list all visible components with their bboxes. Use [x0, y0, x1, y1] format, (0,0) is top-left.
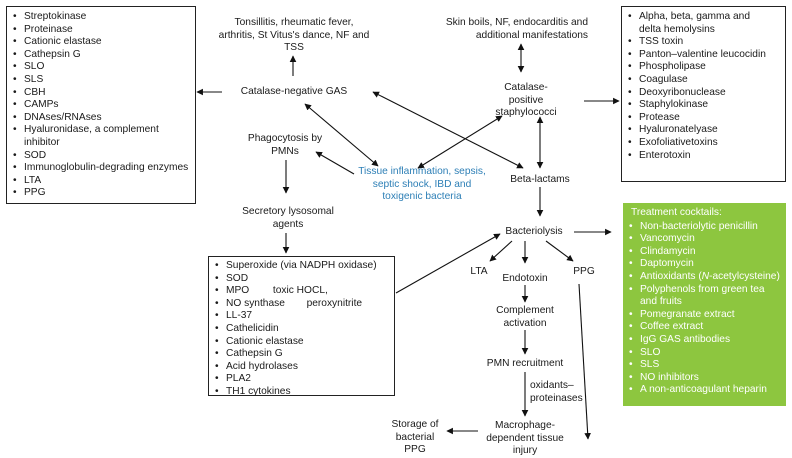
- list-item: NO inhibitors: [629, 372, 780, 385]
- list-item: Vancomycin: [629, 233, 780, 246]
- gas-diseases-node: Tonsillitis, rheumatic fever, arthritis,…: [218, 17, 370, 54]
- staph-virulence-list: Alpha, beta, gamma and delta hemolysins …: [622, 7, 785, 162]
- list-item: Enterotoxin: [628, 150, 779, 163]
- arrow-ppg-down: [578, 283, 591, 440]
- treatment-cocktails-box: Treatment cocktails: Non-bacteriolytic p…: [623, 203, 786, 406]
- bacteriolysis-node: Bacteriolysis: [505, 226, 563, 237]
- list-item: Panton–valentine leucocidin: [628, 49, 779, 62]
- list-item: CBH: [13, 87, 189, 100]
- treatment-title: Treatment cocktails:: [631, 207, 722, 218]
- staph-diseases-node: Skin boils, NF, endocarditis and additio…: [445, 17, 588, 41]
- list-item: NO synthase peroxynitrite: [215, 298, 388, 311]
- list-item: Cationic elastase: [13, 36, 189, 49]
- list-item: Polyphenols from green tea and fruits: [629, 284, 780, 309]
- arrow-bact-ppg: [545, 240, 574, 262]
- list-item: IgG GAS antibodies: [629, 334, 780, 347]
- list-item: Non-bacteriolytic penicillin: [629, 221, 780, 234]
- antioxidants-prefix: Antioxidants (: [640, 270, 702, 282]
- list-item: Streptokinase: [13, 11, 189, 24]
- hocl-label: toxic HOCL,: [272, 285, 328, 297]
- list-item: Hyaluronidase, a complement inhibitor: [13, 124, 184, 149]
- ppg-node: PPG: [573, 266, 595, 277]
- list-item: LL-37: [215, 310, 388, 323]
- list-item: Phospholipase: [628, 61, 779, 74]
- list-item: Protease: [628, 112, 779, 125]
- tissue-inflammation-node: Tissue inflammation, sepsis, septic shoc…: [358, 166, 486, 203]
- list-item: Clindamycin: [629, 246, 780, 259]
- list-item: Cathepsin G: [13, 49, 189, 62]
- list-item: SLO: [13, 61, 189, 74]
- lysosomal-agents-box: Superoxide (via NADPH oxidase) SOD MPO t…: [208, 256, 395, 399]
- antioxidants-italic: N: [701, 270, 710, 282]
- storage-ppg-node: Storage of bacterial PPG: [391, 419, 439, 456]
- list-item: Hyaluronatelyase: [628, 124, 779, 137]
- treatment-list: Non-bacteriolytic penicillin Vancomycin …: [623, 220, 786, 397]
- list-item: Staphylokinase: [628, 99, 779, 112]
- list-item: Superoxide (via NADPH oxidase): [215, 260, 388, 273]
- list-item: SLS: [629, 359, 780, 372]
- staph-virulence-factors-box: Alpha, beta, gamma and delta hemolysins …: [621, 6, 786, 182]
- list-item: Daptomycin: [629, 258, 780, 271]
- list-item: Exofoliativetoxins: [628, 137, 779, 150]
- list-item: DNAses/RNAses: [13, 112, 189, 125]
- pmn-recruitment-node: PMN recruitment: [486, 358, 564, 369]
- secretory-lysosomal-node: Secretory lysosomal agents: [242, 206, 334, 230]
- list-item: Coagulase: [628, 74, 779, 87]
- antioxidants-suffix: -acetylcysteine): [709, 270, 780, 282]
- list-item: Acid hydrolases: [215, 361, 388, 374]
- list-item: Pomegranate extract: [629, 309, 780, 322]
- arrow-box-bacteriolysis: [395, 233, 501, 294]
- gas-virulence-factors-box: Streptokinase Proteinase Cationic elasta…: [6, 6, 196, 204]
- list-item: Immunoglobulin-degrading enzymes: [13, 162, 189, 175]
- list-item: SOD: [13, 150, 189, 163]
- list-item: PPG: [13, 187, 189, 200]
- list-item: Alpha, beta, gamma and delta hemolysins: [628, 11, 774, 36]
- arrow-tissue-phago: [315, 151, 355, 175]
- oxidants-proteinases-node: oxidants–proteinases: [530, 380, 583, 404]
- list-item: Cathelicidin: [215, 323, 388, 336]
- list-item: SLS: [13, 74, 189, 87]
- arrow-bact-lta: [489, 240, 513, 262]
- gas-virulence-list: Streptokinase Proteinase Cationic elasta…: [7, 7, 195, 200]
- list-item: Coffee extract: [629, 321, 780, 334]
- catalase-negative-gas-node: Catalase-negative GAS: [240, 86, 348, 97]
- list-item: Cationic elastase: [215, 336, 388, 349]
- arrow-staph-tissue: [417, 115, 503, 169]
- catalase-positive-staph-node: Catalase-positive staphylococci: [495, 82, 557, 119]
- list-item: TH1 cytokines: [215, 386, 388, 399]
- nos-label: NO synthase: [226, 297, 285, 309]
- list-item: Cathepsin G: [215, 348, 388, 361]
- complement-activation-node: Complement activation: [496, 305, 554, 329]
- list-item: TSS toxin: [628, 36, 779, 49]
- arrow-gas-tissue: [304, 103, 379, 167]
- lysosomal-agents-list: Superoxide (via NADPH oxidase) SOD MPO t…: [209, 257, 394, 399]
- list-item: CAMPs: [13, 99, 189, 112]
- endotoxin-node: Endotoxin: [502, 273, 548, 284]
- beta-lactams-node: Beta-lactams: [510, 174, 570, 185]
- macrophage-injury-node: Macrophage-dependent tissue injury: [486, 420, 564, 457]
- list-item: SOD: [215, 273, 388, 286]
- lta-node: LTA: [470, 266, 488, 277]
- phagocytosis-node: Phagocytosis by PMNs: [247, 133, 323, 157]
- peroxynitrite-label: peroxynitrite: [306, 297, 363, 309]
- mpo-label: MPO: [226, 285, 250, 297]
- list-item: MPO toxic HOCL,: [215, 285, 388, 298]
- list-item: Antioxidants (N-acetylcysteine): [629, 271, 780, 284]
- list-item: Deoxyribonuclease: [628, 87, 779, 100]
- list-item: LTA: [13, 175, 189, 188]
- list-item: A non-anticoagulant heparin: [629, 384, 780, 397]
- list-item: PLA2: [215, 373, 388, 386]
- list-item: Proteinase: [13, 24, 189, 37]
- list-item: SLO: [629, 347, 780, 360]
